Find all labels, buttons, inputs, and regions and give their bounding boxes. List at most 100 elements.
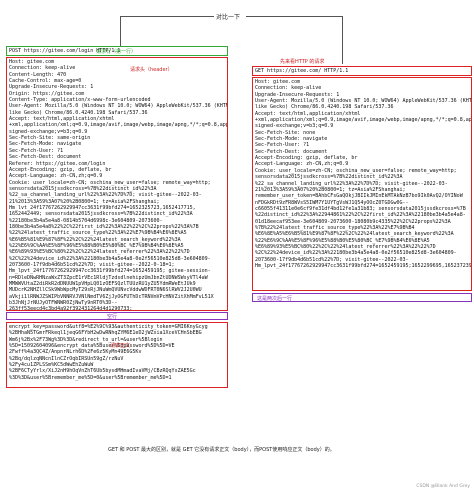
text-line: %2BHhaN5TGmrFRkeql1jeqG6FYbH2wDwRNhqZYM6… bbox=[9, 330, 202, 337]
text-line: Sec-Fetch-Dest: document bbox=[9, 154, 82, 161]
text-line: Content-Length: 470 bbox=[9, 71, 67, 78]
text-line: Connection: keep-alive bbox=[9, 65, 76, 72]
footer-caption: GET 和 POST 最大的区别，就是 GET 它没有请求正文（body），而P… bbox=[108, 447, 335, 453]
text-line: encrypt_key=password&utf8=%E2%9C%93&auth… bbox=[9, 324, 208, 330]
text-line: 21%2013%3A59%3A07%20%2B0800=1; tz=Asia%2… bbox=[9, 198, 160, 205]
text-line: %2BF6CTyYrlx/XiJ2nH9hOqVnZhT6Ub5bysdMHma… bbox=[9, 368, 196, 375]
right-request-line-box: GET https://gitee.com/ HTTP/1.1 bbox=[252, 66, 472, 76]
text-line: Origin: https://gitee.com bbox=[9, 90, 85, 97]
text-line: Upgrade-Insecure-Requests: 1 bbox=[9, 84, 94, 91]
text-line: %E6%89%93%E5%BC%80%22%2C%22%24latest_ref… bbox=[255, 243, 436, 250]
text-line: Host: gitee.com bbox=[9, 59, 55, 65]
text-line: Accept-Language: zh-CN,zh;q=0.9 bbox=[9, 173, 103, 180]
text-line: Accept: text/html,application/xhtml bbox=[9, 116, 115, 123]
text-line: aVkji1lRNWJZSWIPbVNNRVJVNlNmdTV6ZjJyOGFU… bbox=[9, 293, 214, 300]
left-blank-note: 空行 bbox=[107, 314, 118, 320]
text-line: %22%E6%9C%AA%E5%8F%96%E5%88%B0%E5%80%BC_… bbox=[9, 242, 184, 249]
text-line: Accept-Language: zh-CN,zh;q=0.9 bbox=[255, 161, 349, 168]
text-line: sensorsdata2015jssdkcross=%7B%22distinct… bbox=[9, 185, 157, 192]
text-line: Sec-Fetch-Dest: document bbox=[255, 148, 328, 155]
text-line: %2Bq/dqlzqNNcnIlnCZrOqbIRSUn59gZ/rzNuV bbox=[9, 355, 124, 362]
right-request-line: GET https://gitee.com/ HTTP/1.1 bbox=[255, 68, 349, 74]
left-body-text: encrypt_key=password&utf8=%E2%9C%93&auth… bbox=[9, 324, 208, 381]
right-blank-line-box: 这是两次后一行 bbox=[252, 293, 472, 302]
text-line: %5D=15092604096&encrypt_data%5Buser%5Bpa… bbox=[9, 343, 175, 350]
text-line: Hm_lpvt_24f17767262929947cc3631f99bfd274… bbox=[255, 262, 472, 269]
text-line: Hm_lvt_24f17767262929947cc3631f99bfd274=… bbox=[9, 204, 196, 211]
left-request-line-note: 请求行（第一行） bbox=[96, 49, 137, 55]
text-line: 2073600-17f9db4d6b51cd%22%7D; visit-gite… bbox=[9, 262, 175, 268]
right-blank-note: 这是两次后一行 bbox=[257, 296, 293, 302]
text-line: signed-exchange;v=b3;q=0.9 bbox=[9, 128, 88, 135]
text-line: like Gecko) Chrome/86.0.4240.198 Safari/… bbox=[9, 109, 148, 116]
connector-line-left bbox=[120, 16, 214, 17]
text-line: Sec-Fetch-Mode: navigate bbox=[9, 141, 82, 148]
text-line: Cookie: user_locale=zh-CN; oschina_new_u… bbox=[9, 179, 211, 186]
text-line: Sec-Fetch-User: ?1 bbox=[9, 147, 64, 154]
right-headers-note: 先来看HTTP 的请求 bbox=[280, 59, 325, 65]
text-line: sensorsdata2015jssdkcross=%7B%22distinct… bbox=[255, 174, 403, 181]
text-line: 2073600-17f9db4d6b51cd%22%7D; visit-gite… bbox=[255, 256, 409, 263]
text-line: %3D%3D&user%5Bremember_me%5D=0&user%5Bre… bbox=[9, 374, 172, 381]
text-line: 263ff53eecd4c3bd4a92f392431264d4d1290733… bbox=[9, 306, 133, 311]
text-line: 01d18eecaf953ee-3e604809-2073600-18080b9… bbox=[255, 218, 451, 225]
text-line: +xml,application/xml;q=0.9,image/avif,im… bbox=[255, 117, 472, 124]
text-line: like Gecko) Chrome/86.0.4240.198 Safari/… bbox=[255, 104, 394, 111]
text-line: 180be3b4a5e4a8%22%2C%22first_id%22%3A%22… bbox=[9, 223, 199, 230]
connector-down-left bbox=[120, 16, 121, 46]
text-line: User-Agent: Mozilla/5.0 (Windows NT 10.0… bbox=[255, 98, 472, 105]
text-line: %E6%8E%A5%E6%B5%81%E9%87%8F%22%2C%22%24l… bbox=[255, 231, 454, 238]
text-line: %2C%22%24device_id%22%3A%22180be3b4a5e4a… bbox=[9, 255, 211, 262]
text-line: User-Agent: Mozilla/5.0 (Windows NT 10.0… bbox=[9, 103, 228, 110]
text-line: Cookie: user_locale=zh-CN; oschina_new_u… bbox=[255, 167, 457, 174]
text-line: Cache-Control: max-age=0 bbox=[9, 78, 82, 85]
left-headers-note: 请求头（header） bbox=[130, 67, 173, 73]
text-line: b3JhNjJrNUJyOTFWNWR0ZjNwTy9nRT0%3D-- bbox=[9, 300, 118, 307]
text-line: %E6%B5%81%E9%87%8F%22%2C%22%24latest_sea… bbox=[9, 236, 181, 243]
text-line: Sec-Fetch-Mode: navigate bbox=[255, 136, 328, 143]
text-line: c66055f41311e0e6cf9fe31df4bd12fe1a31b83;… bbox=[255, 205, 466, 212]
text-line: remember_user_token=BAhbCFsGaQOkjJBIIkJM… bbox=[255, 193, 463, 200]
text-line: %E6%89%93%E5%BC%80%22%2C%22%24latest_ref… bbox=[9, 249, 190, 256]
page-title: 对比一下 bbox=[216, 14, 241, 21]
left-request-line: POST https://gitee.com/login HTTP/1.1 bbox=[9, 48, 121, 54]
text-line: Host: gitee.com bbox=[255, 79, 301, 85]
text-line: Hm_lpvt_24f17767262929947cc3631f99bfd274… bbox=[9, 268, 211, 275]
text-line: %2Fy4cu1ZPLSSm%KC5dWwEhZuWuW bbox=[9, 362, 94, 369]
text-line: Accept-Encoding: gzip, deflate, br bbox=[9, 166, 112, 173]
left-blank-line-box: 空行 bbox=[6, 312, 228, 320]
text-line: signed-exchange;v=b3;q=0.9 bbox=[255, 123, 334, 130]
watermark: CSDN @Blank And Grey bbox=[416, 484, 470, 489]
text-line: nFDGkRDt9zFR8WVsS5IWM7Y1UYTgVsWJ1Q54yOOc… bbox=[255, 199, 409, 206]
text-line: %22180be3b4a5e4a8-0814b5704d6998c-3e6048… bbox=[9, 217, 163, 224]
text-line: %22_sa_channel_landing_url%22%3A%22%7D%7… bbox=[9, 192, 202, 199]
text-line: Accept-Encoding: gzip, deflate, br bbox=[255, 155, 358, 162]
text-line: %22%E6%9C%AA%E5%8F%96%E5%88%B0%E5%80%BC_… bbox=[255, 237, 430, 244]
connector-down-right bbox=[342, 16, 343, 64]
text-line: %22_sa_channel_landing_url%22%3A%22%7D%7… bbox=[255, 180, 448, 187]
left-request-line-box: POST https://gitee.com/login HTTP/1.1 bbox=[6, 46, 228, 56]
text-line: %22distinct_id%22%3A%22944861%22%2C%22fi… bbox=[255, 212, 466, 219]
text-line: Wm6j%2Bx%2F73Wg%3D%3D&redirect_to_url=&u… bbox=[9, 336, 163, 343]
text-line: %2C%22%24device_id%22%3A%22180be3b4a5e4a… bbox=[255, 250, 457, 257]
text-line: +xml,application/xml;q=0.9,image/avif,im… bbox=[9, 122, 227, 129]
text-line: Sec-Fetch-Site: same-origin bbox=[9, 135, 91, 142]
text-line: Upgrade-Insecure-Requests: 1 bbox=[255, 91, 340, 98]
text-line: Connection: keep-alive bbox=[255, 85, 322, 92]
text-line: %7B%22%24latest_traffic_source_type%22%3… bbox=[255, 224, 415, 231]
text-line: 21%2013%3A59%3A07%20%2B0800=1; tz=Asia%2… bbox=[255, 186, 406, 193]
text-line: 1652442449; sensorsdata2015jssdkcross=%7… bbox=[9, 211, 193, 218]
text-line: Sec-Fetch-Site: none bbox=[255, 129, 316, 136]
text-line: MUDcrK2NHZllCSk9WbWpcMyT29sRjJNuWmQVUNvc… bbox=[9, 287, 202, 294]
text-line: %22%24latest_traffic_source_type%22%3A%2… bbox=[9, 230, 187, 237]
text-line: Accept: text/html,application/xhtml bbox=[255, 110, 361, 117]
left-body-box: encrypt_key=password&utf8=%E2%9C%93&auth… bbox=[6, 322, 228, 388]
connector-line-right bbox=[246, 16, 342, 17]
text-line: Content-Type: application/x-www-form-url… bbox=[9, 97, 151, 104]
text-line: 2Fwff%4a3QC4Z/AnpnrNLrh6D%2Fe6z5KyMn49E6… bbox=[9, 349, 142, 356]
left-body-note: 请求正文 bbox=[110, 343, 131, 349]
